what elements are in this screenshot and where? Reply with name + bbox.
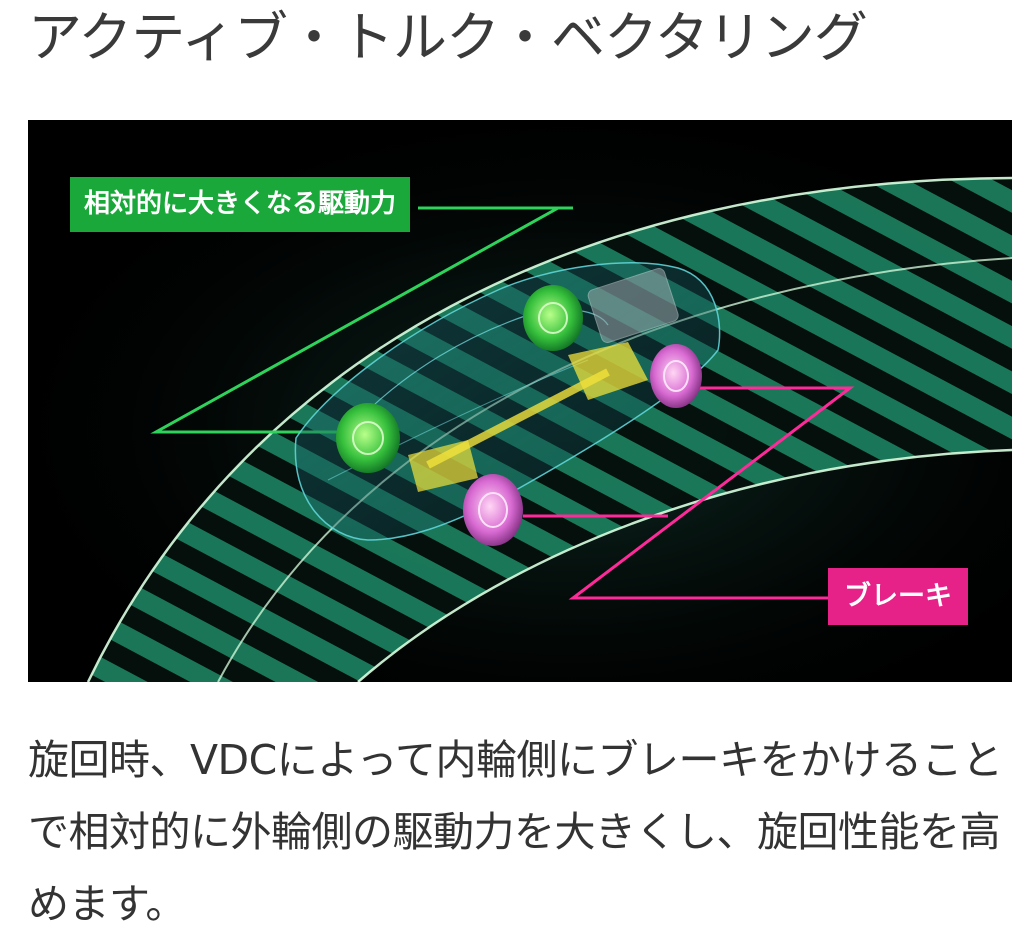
rear-left-wheel-green	[336, 403, 400, 473]
road-edge-inner	[357, 448, 1012, 682]
page-title: アクティブ・トルク・ベクタリング	[28, 6, 868, 69]
road-edge-outer	[86, 176, 1012, 682]
description-text: 旋回時、VDCによって内輪側にブレーキをかけることで相対的に外輪側の駆動力を大き…	[28, 736, 1003, 928]
car-body	[294, 262, 721, 541]
car-cornering-graphic	[28, 120, 1012, 682]
front-right-wheel-pink	[650, 344, 702, 408]
brake-label: ブレーキ	[828, 568, 968, 625]
front-left-wheel-green	[523, 285, 583, 351]
brake-leader-line	[568, 386, 855, 600]
torque-vectoring-illustration: 相対的に大きくなる駆動力 ブレーキ	[28, 120, 1012, 682]
drive-force-label: 相対的に大きくなる駆動力	[70, 177, 411, 232]
drive-force-leader-line	[150, 206, 564, 434]
rear-right-wheel-pink	[463, 474, 523, 546]
